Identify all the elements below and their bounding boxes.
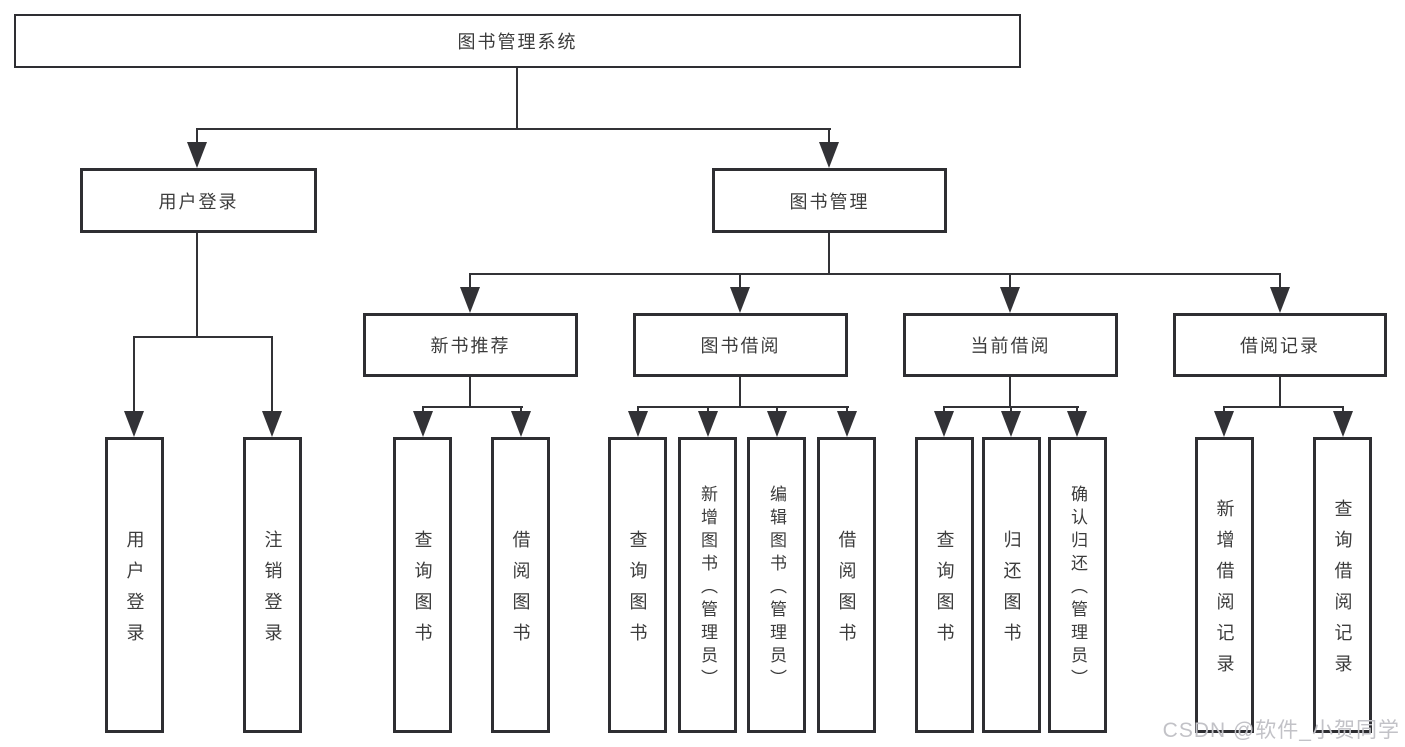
arrowhead xyxy=(187,142,207,168)
node-label: 借阅记录 xyxy=(1240,336,1320,356)
connector-line xyxy=(1009,273,1011,289)
connector-line xyxy=(739,273,741,289)
arrowhead xyxy=(819,142,839,168)
node-label: 借阅图书 xyxy=(836,529,857,654)
node-current-borrow: 当前借阅 xyxy=(903,313,1118,377)
node-label: 查询图书 xyxy=(412,529,433,654)
connector-line xyxy=(516,68,518,130)
node-label: 查询借阅记录 xyxy=(1332,498,1353,685)
connector-line xyxy=(1279,377,1281,406)
connector-line xyxy=(638,406,849,408)
connector-line xyxy=(196,233,198,336)
arrowhead xyxy=(1000,287,1020,313)
arrowhead xyxy=(767,411,787,437)
connector-line xyxy=(828,128,830,146)
arrowhead xyxy=(1067,411,1087,437)
node-label: 查询图书 xyxy=(627,529,648,654)
node-query-borrow-record: 查询借阅记录 xyxy=(1313,437,1372,733)
arrowhead xyxy=(1001,411,1021,437)
node-query-books-recommend: 查询图书 xyxy=(393,437,452,733)
node-borrow-books-leaf: 借阅图书 xyxy=(817,437,876,733)
node-label: 查询图书 xyxy=(934,529,955,654)
connector-line xyxy=(271,336,273,416)
arrowhead xyxy=(628,411,648,437)
node-label: 图书管理系统 xyxy=(457,32,578,52)
node-label: 确认归还（管理员） xyxy=(1068,484,1087,692)
node-add-book-admin: 新增图书（管理员） xyxy=(678,437,737,733)
node-book-management-system: 图书管理系统 xyxy=(14,14,1021,68)
arrowhead xyxy=(262,411,282,437)
connector-line xyxy=(1224,406,1344,408)
connector-line xyxy=(196,128,198,146)
arrowhead xyxy=(837,411,857,437)
connector-line xyxy=(133,336,135,416)
node-query-books-borrow: 查询图书 xyxy=(608,437,667,733)
node-new-book-recommend: 新书推荐 xyxy=(363,313,578,377)
node-label: 借阅图书 xyxy=(510,529,531,654)
arrowhead xyxy=(1333,411,1353,437)
arrowhead xyxy=(1270,287,1290,313)
connector-line xyxy=(1009,377,1011,406)
arrowhead xyxy=(1214,411,1234,437)
connector-line xyxy=(739,377,741,406)
node-confirm-return-admin: 确认归还（管理员） xyxy=(1048,437,1107,733)
node-label: 图书管理 xyxy=(789,191,870,212)
connector-line xyxy=(828,233,830,273)
node-label: 归还图书 xyxy=(1001,529,1022,654)
connector-line xyxy=(469,273,471,289)
node-label: 用户登录 xyxy=(124,529,145,654)
connector-line xyxy=(196,128,831,130)
node-user-login-leaf: 用户登录 xyxy=(105,437,164,733)
arrowhead xyxy=(413,411,433,437)
node-label: 注销登录 xyxy=(262,529,283,654)
connector-line xyxy=(1279,273,1281,289)
node-logout: 注销登录 xyxy=(243,437,302,733)
node-label: 新书推荐 xyxy=(430,336,511,356)
arrowhead xyxy=(124,411,144,437)
connector-line xyxy=(423,406,523,408)
node-borrow-records: 借阅记录 xyxy=(1173,313,1387,377)
arrowhead xyxy=(698,411,718,437)
csdn-watermark: CSDN @软件_小贺同学 xyxy=(1162,719,1400,742)
connector-line xyxy=(469,273,1281,275)
arrowhead xyxy=(730,287,750,313)
node-edit-book-admin: 编辑图书（管理员） xyxy=(747,437,806,733)
node-label: 新增借阅记录 xyxy=(1214,498,1235,685)
arrowhead xyxy=(511,411,531,437)
node-label: 图书借阅 xyxy=(700,336,781,356)
arrowhead xyxy=(934,411,954,437)
connector-line xyxy=(133,336,273,338)
node-user-login: 用户登录 xyxy=(80,168,317,233)
arrowhead xyxy=(460,287,480,313)
node-label: 当前借阅 xyxy=(970,336,1051,356)
node-label: 编辑图书（管理员） xyxy=(767,484,786,692)
node-book-management: 图书管理 xyxy=(712,168,947,233)
node-add-borrow-record: 新增借阅记录 xyxy=(1195,437,1254,733)
node-book-borrow: 图书借阅 xyxy=(633,313,848,377)
connector-line xyxy=(469,377,471,406)
node-return-book: 归还图书 xyxy=(982,437,1041,733)
node-label: 新增图书（管理员） xyxy=(698,484,717,692)
node-query-books-current: 查询图书 xyxy=(915,437,974,733)
node-label: 用户登录 xyxy=(158,191,239,212)
node-borrow-books-recommend: 借阅图书 xyxy=(491,437,550,733)
